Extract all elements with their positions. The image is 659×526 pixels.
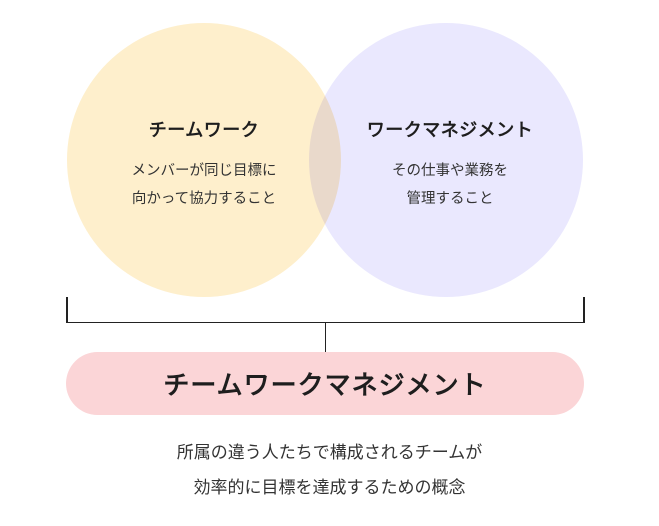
teamwork-text: チームワーク メンバーが同じ目標に 向かって協力すること xyxy=(84,117,324,213)
work-management-circle xyxy=(309,23,583,297)
work-management-desc-line: 管理すること xyxy=(406,191,494,207)
teamwork-desc-line: メンバーが同じ目標に xyxy=(131,163,277,179)
bracket-connector xyxy=(324,322,326,352)
teamwork-management-title: チームワークマネジメント xyxy=(163,371,487,401)
teamwork-desc-line: 向かって協力すること xyxy=(131,191,277,207)
teamwork-title: チームワーク xyxy=(148,120,260,141)
caption: 所属の違う人たちで構成されるチームが 効率的に目標を達成するための概念 xyxy=(0,436,659,506)
work-management-text: ワークマネジメント その仕事や業務を 管理すること xyxy=(330,117,570,213)
work-management-desc-line: その仕事や業務を xyxy=(392,163,508,179)
teamwork-management-pill: チームワークマネジメント xyxy=(66,352,584,415)
bracket-left xyxy=(66,297,68,323)
work-management-title: ワークマネジメント xyxy=(366,120,534,141)
bracket-right xyxy=(583,297,585,323)
caption-line: 効率的に目標を達成するための概念 xyxy=(193,478,466,498)
caption-line: 所属の違う人たちで構成されるチームが xyxy=(176,443,483,463)
teamwork-circle xyxy=(67,23,341,297)
